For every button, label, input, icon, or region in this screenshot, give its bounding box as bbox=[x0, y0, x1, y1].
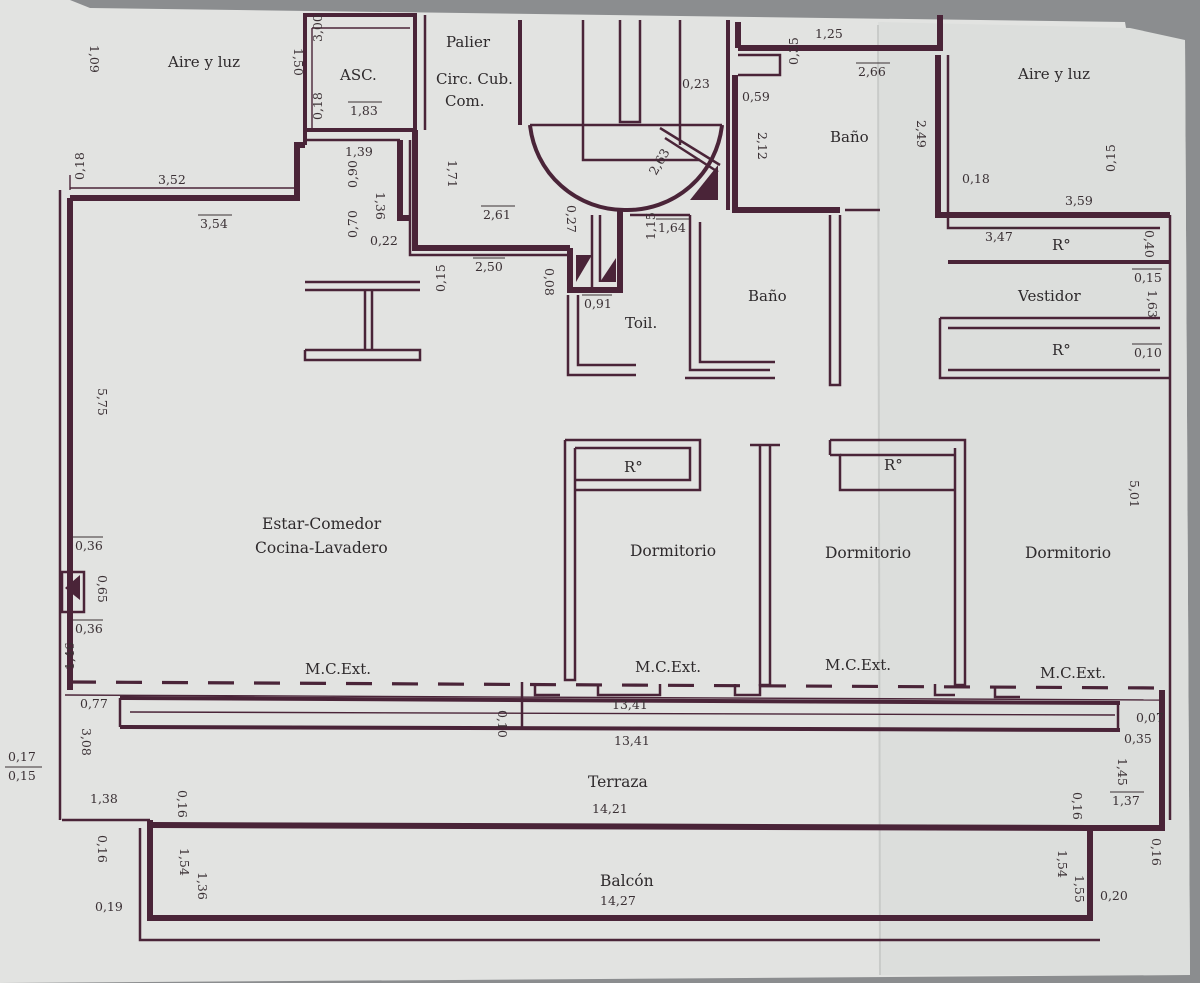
mc-ext-3-label: M.C.Ext. bbox=[825, 656, 891, 674]
dim-1-83: 1,83 bbox=[350, 103, 378, 118]
dim-2-50: 2,50 bbox=[475, 259, 503, 274]
dim-1-46: 1,46 bbox=[62, 642, 77, 670]
dim-0-10-b: 0,10 bbox=[495, 710, 510, 738]
aire-luz-right-label: Aire y luz bbox=[1017, 65, 1090, 83]
dim-0-23: 0,23 bbox=[682, 76, 710, 91]
dim-0-18-b: 0,18 bbox=[72, 152, 87, 180]
dim-0-15-a: 0,15 bbox=[1103, 144, 1118, 172]
dim-1-55: 1,55 bbox=[1072, 875, 1087, 903]
dim-3-52: 3,52 bbox=[158, 172, 186, 187]
dim-3-00: 3,00 bbox=[310, 14, 325, 42]
dim-0-35-b: 0,35 bbox=[1124, 731, 1152, 746]
dormitorio-1-label: Dormitorio bbox=[630, 542, 716, 560]
terrace-lines bbox=[64, 680, 1166, 831]
dim-3-47: 3,47 bbox=[985, 229, 1013, 244]
vestidor-label: Vestidor bbox=[1017, 287, 1081, 305]
asc-label: ASC. bbox=[339, 66, 377, 84]
dorm1-r-label: R° bbox=[624, 458, 643, 476]
terraza-dimension: 14,21 bbox=[592, 801, 628, 816]
dim-0-27: 0,27 bbox=[564, 205, 579, 233]
palier-label: Palier bbox=[446, 33, 491, 51]
dim-0-40: 0,40 bbox=[1142, 230, 1157, 258]
mc-ext-1-label: M.C.Ext. bbox=[305, 660, 371, 678]
dim-0-15-b: 0,15 bbox=[433, 264, 448, 292]
dim-1-09: 1,09 bbox=[87, 45, 102, 73]
estar-label-line1: Estar-Comedor bbox=[262, 515, 382, 533]
vestidor-r-top-label: R° bbox=[1052, 236, 1071, 254]
dim-1-54-a: 1,54 bbox=[177, 848, 192, 876]
dim-0-22: 0,22 bbox=[370, 233, 398, 248]
dim-1-36: 1,36 bbox=[373, 192, 388, 220]
bano-top-label: Baño bbox=[830, 128, 869, 146]
dim-2-61: 2,61 bbox=[483, 207, 511, 222]
bano-mid-label: Baño bbox=[748, 287, 787, 305]
dim-1-39: 1,39 bbox=[345, 144, 373, 159]
dim-1-37: 1,37 bbox=[1112, 793, 1140, 808]
dim-5-75: 5,75 bbox=[95, 388, 110, 416]
dim-1-64: 1,64 bbox=[658, 220, 686, 235]
toil-label: Toil. bbox=[625, 314, 657, 332]
dim-1-38: 1,38 bbox=[90, 791, 118, 806]
dim-1-50: 1,50 bbox=[291, 48, 306, 76]
dim-2-12: 2,12 bbox=[755, 132, 770, 160]
dim-1-25: 1,25 bbox=[815, 26, 843, 41]
dim-0-18-c: 0,18 bbox=[962, 171, 990, 186]
dim-3-59: 3,59 bbox=[1065, 193, 1093, 208]
dim-1-15: 1,15 bbox=[643, 212, 658, 240]
dim-0-36-a: 0,36 bbox=[75, 538, 103, 553]
dim-2-66: 2,66 bbox=[858, 64, 886, 79]
dim-1-63: 1,63 bbox=[1145, 290, 1160, 318]
dim-3-54: 3,54 bbox=[200, 216, 228, 231]
estar-label-line2: Cocina-Lavadero bbox=[255, 539, 388, 557]
dim-3-08: 3,08 bbox=[79, 728, 94, 756]
mc-ext-4-label: M.C.Ext. bbox=[1040, 664, 1106, 682]
walls bbox=[58, 13, 1172, 942]
dim-0-36-b: 0,36 bbox=[75, 621, 103, 636]
dim-0-07: 0,07 bbox=[1136, 710, 1164, 725]
dim-0-15-c: 0,15 bbox=[1134, 270, 1162, 285]
dim-0-18-a: 0,18 bbox=[310, 92, 325, 120]
circ-label-line2: Com. bbox=[445, 92, 485, 110]
dim-0-08: 0,08 bbox=[542, 268, 557, 296]
vestidor-r-bottom-label: R° bbox=[1052, 341, 1071, 359]
dim-1-71: 1,71 bbox=[445, 160, 460, 188]
dormitorio-2-label: Dormitorio bbox=[825, 544, 911, 562]
dimensions-horizontal: 1,25 1,83 1,39 2,61 0,23 0,59 2,66 0,18 … bbox=[5, 26, 1164, 914]
dim-0-59: 0,59 bbox=[742, 89, 770, 104]
dim-0-35: 0,35 bbox=[786, 37, 801, 65]
dim-0-20: 0,20 bbox=[1100, 888, 1128, 903]
dim-0-17: 0,17 bbox=[8, 749, 36, 764]
dim-0-90: 0,90 bbox=[345, 160, 360, 188]
dim-13-41-b: 13,41 bbox=[614, 733, 650, 748]
dim-0-91: 0,91 bbox=[584, 296, 612, 311]
balcon-label: Balcón bbox=[600, 872, 654, 890]
aire-luz-left-label: Aire y luz bbox=[167, 53, 240, 71]
dorm2-r-label: R° bbox=[884, 456, 903, 474]
dim-0-16-a: 0,16 bbox=[175, 790, 190, 818]
dim-0-16-b: 0,16 bbox=[1070, 792, 1085, 820]
dim-5-01: 5,01 bbox=[1127, 480, 1142, 508]
room-labels: Aire y luz Aire y luz ASC. Palier Circ. … bbox=[167, 33, 1111, 908]
dim-0-16-c: 0,16 bbox=[95, 835, 110, 863]
circ-label-line1: Circ. Cub. bbox=[436, 70, 513, 88]
dim-0-15-d: 0,15 bbox=[8, 768, 36, 783]
dim-0-19: 0,19 bbox=[95, 899, 123, 914]
dim-1-54-b: 1,54 bbox=[1055, 850, 1070, 878]
dim-1-36-b: 1,36 bbox=[195, 872, 210, 900]
dormitorio-3-label: Dormitorio bbox=[1025, 544, 1111, 562]
dim-1-45: 1,45 bbox=[1115, 758, 1130, 786]
dim-0-77: 0,77 bbox=[80, 696, 108, 711]
dim-13-41-a: 13,41 bbox=[612, 697, 648, 712]
dim-0-70: 0,70 bbox=[345, 210, 360, 238]
dim-2-49: 2,49 bbox=[914, 120, 929, 148]
balcon-dimension: 14,27 bbox=[600, 893, 636, 908]
dim-0-65: 0,65 bbox=[95, 575, 110, 603]
dim-0-10: 0,10 bbox=[1134, 345, 1162, 360]
terraza-label: Terraza bbox=[588, 773, 648, 791]
dim-0-16-d: 0,16 bbox=[1149, 838, 1164, 866]
mc-ext-2-label: M.C.Ext. bbox=[635, 658, 701, 676]
